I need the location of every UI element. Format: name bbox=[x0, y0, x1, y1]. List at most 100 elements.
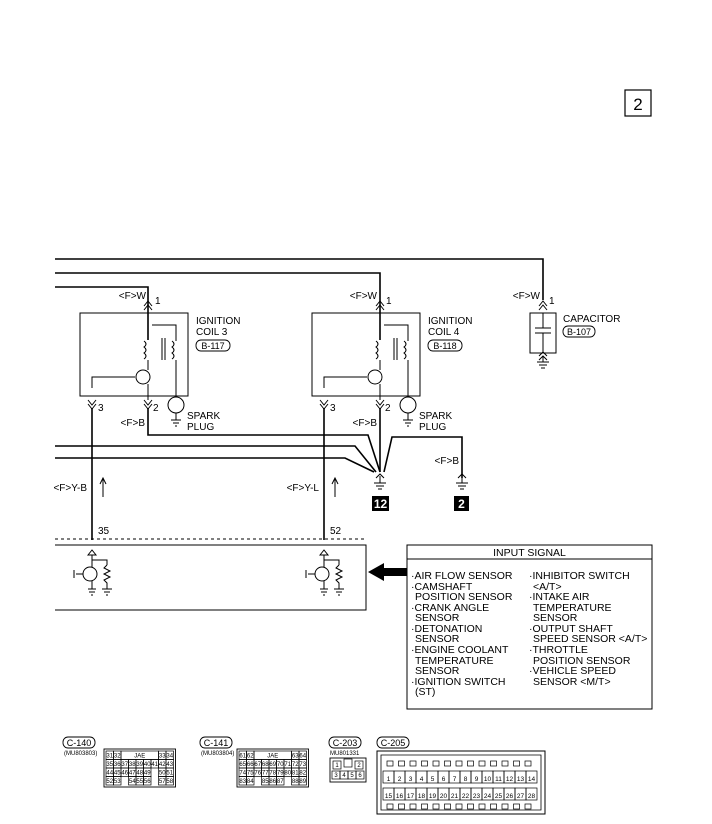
connector-pin-number: 49 bbox=[144, 771, 151, 777]
spark-plug-label: PLUG bbox=[419, 422, 446, 433]
connector-pin-number: 88 bbox=[292, 779, 299, 785]
connector-pin-cell bbox=[332, 760, 342, 770]
connector-latch bbox=[386, 760, 394, 767]
connector-pin-cell bbox=[525, 770, 538, 784]
connector-pin-number: 86 bbox=[269, 779, 276, 785]
connector-pin-number: 40 bbox=[144, 762, 151, 768]
connector-maker-label: JAE bbox=[134, 754, 145, 760]
connector-pin-cell bbox=[143, 776, 152, 786]
page-number: 2 bbox=[633, 95, 642, 114]
connector-latch bbox=[398, 760, 405, 767]
connector-pin-number: 18 bbox=[418, 793, 426, 800]
connector-pin-number: 22 bbox=[462, 793, 470, 800]
connector-id-badge bbox=[199, 736, 233, 749]
connector-pin-number: 38 bbox=[129, 762, 136, 768]
connector-pin-number: 77 bbox=[262, 771, 269, 777]
connector-pin-number: 8 bbox=[464, 776, 468, 783]
connector-pin-number: 87 bbox=[277, 779, 284, 785]
connector-pin-number: 58 bbox=[166, 779, 173, 785]
input-signal-line: ·DETONATION bbox=[411, 623, 482, 635]
connector-id: C-140 bbox=[67, 738, 92, 748]
input-signal-list-right: ·INHIBITOR SWITCH <A/T> ·INTAKE AIR TEMP… bbox=[529, 570, 647, 688]
connector-pin-number: 23 bbox=[473, 793, 481, 800]
connector-pin-number: 70 bbox=[277, 762, 284, 768]
connector-pin-number: 6 bbox=[442, 776, 446, 783]
connector-pin-number: 3 bbox=[334, 773, 338, 779]
wire-label-fw: <F>W bbox=[513, 291, 541, 302]
coil-name: IGNITION bbox=[428, 316, 472, 327]
wire-label-fb: <F>B bbox=[353, 418, 378, 429]
connector-pin-number: 73 bbox=[299, 762, 306, 768]
connector-pin-number: 72 bbox=[292, 762, 299, 768]
pin-label: 52 bbox=[330, 526, 342, 537]
connector-id: C-141 bbox=[204, 738, 229, 748]
connector-pin-number: 48 bbox=[136, 771, 143, 777]
connector-pin-number: 64 bbox=[299, 754, 306, 760]
input-signal-line: POSITION SENSOR bbox=[415, 591, 513, 603]
input-signal-line: (ST) bbox=[415, 686, 435, 698]
connector-latch bbox=[524, 760, 532, 767]
connector-latch bbox=[490, 760, 497, 767]
connector-pin-number: 55 bbox=[136, 779, 143, 785]
wire-label-fb: <F>B bbox=[121, 418, 146, 429]
connector-pin-cell bbox=[246, 776, 255, 786]
connector-part-number: (MU803804) bbox=[201, 751, 234, 757]
connector-pin-number: 46 bbox=[121, 771, 128, 777]
connector-pin-number: 50 bbox=[159, 771, 166, 777]
connector-pin-number: 12 bbox=[506, 776, 514, 783]
wire-label-fb: <F>B bbox=[435, 456, 460, 467]
connector-pin-number: 63 bbox=[292, 754, 299, 760]
connector-latch bbox=[409, 760, 417, 767]
connector-housing bbox=[376, 750, 546, 815]
connector-pin-number: 71 bbox=[284, 762, 291, 768]
connector-pin-number: 47 bbox=[129, 771, 136, 777]
connector-id: B-107 bbox=[567, 327, 591, 337]
connector-latch bbox=[524, 803, 532, 810]
connector-pin-number: 81 bbox=[292, 771, 299, 777]
spark-plug-label: SPARK bbox=[419, 411, 452, 422]
connector-pin-number: 83 bbox=[239, 779, 246, 785]
connector-latch bbox=[421, 760, 428, 767]
connector-latch bbox=[398, 803, 405, 810]
connector-pin-number: 32 bbox=[114, 754, 121, 760]
connector-pin-number: 62 bbox=[247, 754, 254, 760]
connector-id-badge bbox=[62, 736, 96, 749]
connector-badge bbox=[195, 339, 231, 352]
coil-name: IGNITION bbox=[196, 316, 240, 327]
connector-id-badge bbox=[376, 736, 410, 749]
connector-id: B-117 bbox=[201, 341, 224, 351]
wire-label-fyl: <F>Y-L bbox=[287, 483, 320, 494]
connector-pin-number: 36 bbox=[114, 762, 121, 768]
connector-latch bbox=[409, 803, 417, 810]
ground-id: 2 bbox=[458, 497, 465, 511]
connector-pin-number: 1 bbox=[387, 776, 391, 783]
connector-pin-number: 54 bbox=[129, 779, 136, 785]
connector-pin-number: 68 bbox=[262, 762, 269, 768]
connector-pin-number: 16 bbox=[396, 793, 404, 800]
connector-pin-number: 35 bbox=[106, 762, 113, 768]
pin-label: 2 bbox=[153, 403, 159, 414]
spark-plug-label: PLUG bbox=[187, 422, 214, 433]
pin-label: 35 bbox=[98, 526, 110, 537]
connector-pin-number: 57 bbox=[159, 779, 166, 785]
connector-badge bbox=[562, 325, 596, 338]
connector-latch bbox=[467, 760, 474, 767]
connector-latch bbox=[444, 803, 451, 810]
connector-latch bbox=[467, 803, 474, 810]
pin-label: 1 bbox=[549, 296, 555, 307]
connector-pin-number: 37 bbox=[121, 762, 128, 768]
input-signal-line: ·VEHICLE SPEED bbox=[529, 665, 616, 677]
connector-pin-number: 31 bbox=[106, 754, 113, 760]
connector-pin-number: 7 bbox=[453, 776, 457, 783]
ground-id: 12 bbox=[374, 497, 388, 511]
ground-wires bbox=[55, 408, 468, 490]
input-signal-box bbox=[406, 544, 653, 710]
input-signal-line: ·IGNITION SWITCH bbox=[411, 676, 506, 688]
ground-badge bbox=[454, 496, 469, 511]
capacitor-label: CAPACITOR bbox=[563, 314, 620, 325]
connector-pin-number: 85 bbox=[262, 779, 269, 785]
